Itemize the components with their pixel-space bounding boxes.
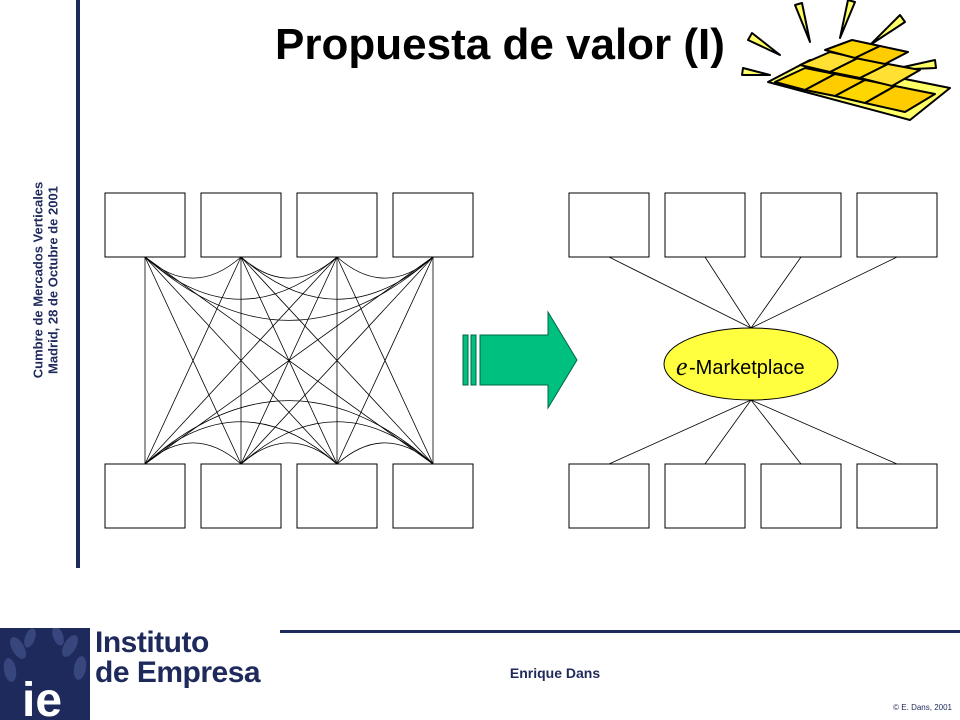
mesh-line — [144, 256, 242, 465]
participant-boxes — [104, 192, 938, 529]
right-top-box-1 — [568, 192, 650, 258]
spoke-line-bottom — [608, 399, 752, 465]
left-top-box-2 — [200, 192, 282, 258]
spoke-line-bottom — [750, 399, 898, 465]
left-vertical-rule — [76, 0, 80, 568]
logo-wordmark: Instituto de Empresa — [95, 626, 261, 689]
slide-title: Propuesta de valor (I) — [275, 20, 725, 69]
peer-arc-bottom — [144, 421, 338, 465]
spoke-line-top — [750, 256, 802, 329]
left-connection-lines — [144, 256, 434, 465]
spoke-line-top — [704, 256, 752, 329]
right-bottom-box-4 — [856, 463, 938, 529]
logo-mark-text: ie — [22, 674, 62, 720]
peer-arc-bottom — [240, 442, 338, 465]
hub-prefix: e — [676, 352, 688, 381]
peer-arc-bottom — [240, 421, 434, 465]
left-bottom-box-3 — [296, 463, 378, 529]
right-top-box-3 — [760, 192, 842, 258]
peer-arc-top — [144, 256, 434, 321]
mesh-line — [144, 256, 338, 465]
right-top-box-4 — [856, 192, 938, 258]
logo-line-2: de Empresa — [95, 656, 261, 689]
peer-arc-top — [144, 256, 242, 279]
right-top-box-2 — [664, 192, 746, 258]
peer-arc-bottom — [144, 400, 434, 465]
copyright-notice: © E. Dans, 2001 — [893, 703, 952, 712]
e-marketplace-hub — [663, 327, 839, 401]
peer-arc-top — [144, 256, 338, 300]
left-bottom-box-4 — [392, 463, 474, 529]
gold-bars-icon — [741, 0, 951, 121]
hub-label: -Marketplace — [689, 357, 805, 379]
right-bottom-box-1 — [568, 463, 650, 529]
logo-line-1: Instituto — [95, 626, 209, 659]
footer-author: Enrique Dans — [509, 665, 601, 681]
spoke-line-top — [608, 256, 752, 329]
right-bottom-box-2 — [664, 463, 746, 529]
footer-rule — [280, 630, 960, 633]
peer-arc-top — [240, 256, 434, 300]
peer-arc-top — [240, 256, 338, 279]
spoke-line-top — [750, 256, 898, 329]
mesh-line — [240, 256, 434, 465]
left-bottom-box-2 — [200, 463, 282, 529]
ie-logo-mark: ie — [0, 628, 90, 720]
mesh-line — [336, 256, 434, 465]
mesh-line — [144, 256, 434, 465]
left-top-box-4 — [392, 192, 474, 258]
peer-arc-bottom — [144, 442, 242, 465]
spoke-line-bottom — [750, 399, 802, 465]
right-bottom-box-3 — [760, 463, 842, 529]
peer-arc-bottom — [336, 442, 434, 465]
transition-arrow — [462, 310, 578, 410]
spoke-line-bottom — [704, 399, 752, 465]
marketplace-diagram: e -Marketplace — [104, 192, 938, 529]
right-connection-lines — [608, 256, 898, 465]
left-bottom-box-1 — [104, 463, 186, 529]
left-connection-arcs — [144, 256, 434, 465]
left-top-box-3 — [296, 192, 378, 258]
peer-arc-top — [336, 256, 434, 279]
left-top-box-1 — [104, 192, 186, 258]
